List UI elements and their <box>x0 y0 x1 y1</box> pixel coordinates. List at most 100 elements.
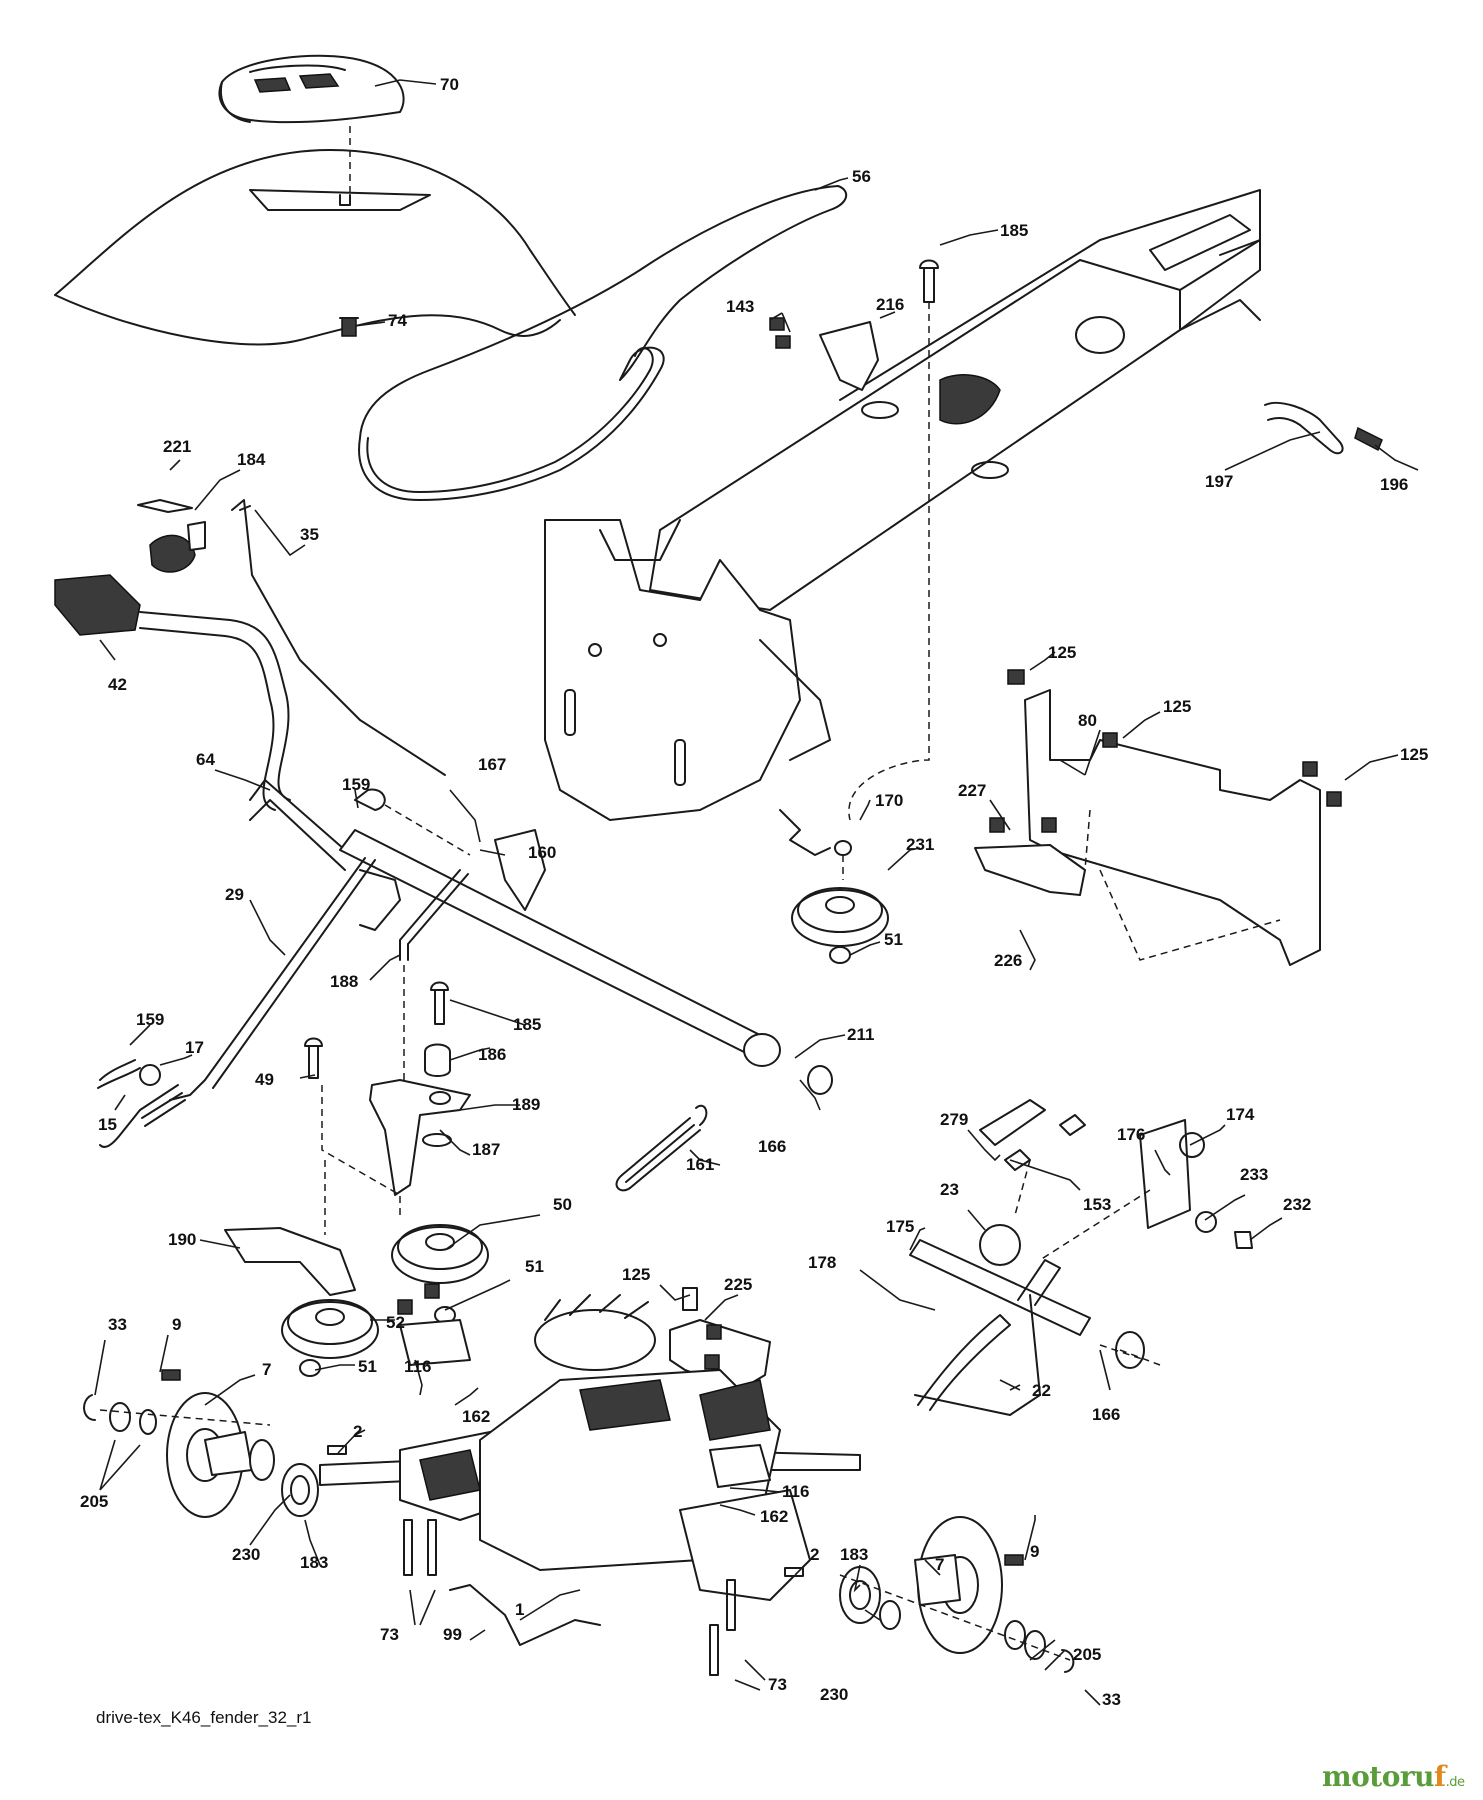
callout-125-c: 125 <box>1400 745 1428 764</box>
callout-196: 196 <box>1380 475 1408 494</box>
callout-170: 170 <box>875 791 903 810</box>
drive-belt-part <box>358 185 848 501</box>
carriage-bolt-part <box>848 259 939 821</box>
spring-17-part <box>97 1059 186 1148</box>
callout-1: 1 <box>515 1600 524 1619</box>
callout-185-b: 185 <box>513 1015 541 1034</box>
lever-178-part <box>909 1239 1161 1416</box>
bracket-190-part <box>224 1227 356 1296</box>
callout-197: 197 <box>1205 472 1233 491</box>
callout-51-c: 51 <box>358 1357 377 1376</box>
callout-205-a: 205 <box>80 1492 108 1511</box>
callout-7-a: 7 <box>262 1360 271 1379</box>
rod-29-part <box>169 857 376 1101</box>
callout-33-a: 33 <box>108 1315 127 1334</box>
grip-42-part <box>54 574 346 871</box>
callout-166-b: 166 <box>1092 1405 1120 1424</box>
callout-50: 50 <box>553 1195 572 1214</box>
callout-116-a: 116 <box>404 1357 431 1376</box>
callout-166-a: 166 <box>758 1137 786 1156</box>
callout-225: 225 <box>724 1275 752 1294</box>
knob-184-part <box>137 499 206 573</box>
callout-56: 56 <box>852 167 871 186</box>
watermark-accent: f <box>1434 1760 1446 1793</box>
callout-49: 49 <box>255 1070 274 1089</box>
callout-99: 99 <box>443 1625 462 1644</box>
callout-183-b: 183 <box>840 1545 868 1564</box>
callout-221: 221 <box>163 437 191 456</box>
callout-labels: 70 56 185 143 216 74 221 184 35 42 197 1… <box>80 75 1428 1709</box>
pulley-52-part <box>281 1299 379 1377</box>
bracket-197-part <box>1264 401 1383 455</box>
callout-73-a: 73 <box>380 1625 399 1644</box>
callout-162-b: 162 <box>760 1507 788 1526</box>
callout-29: 29 <box>225 885 244 904</box>
callout-185: 185 <box>1000 221 1028 240</box>
callout-175: 175 <box>886 1217 914 1236</box>
callout-51-b: 51 <box>525 1257 544 1276</box>
callout-178: 178 <box>808 1253 836 1272</box>
callout-9-a: 9 <box>172 1315 181 1334</box>
callout-227: 227 <box>958 781 986 800</box>
callout-116-b: 116 <box>782 1482 809 1501</box>
callout-187: 187 <box>472 1140 500 1159</box>
callout-35: 35 <box>300 525 319 544</box>
spring-161-part <box>615 1104 708 1192</box>
callout-216: 216 <box>876 295 904 314</box>
callout-17: 17 <box>185 1038 204 1057</box>
idler-bracket-189-part <box>304 981 471 1235</box>
leader-lines <box>94 79 1419 1706</box>
callout-64: 64 <box>196 750 215 769</box>
pulley-50-part <box>391 1224 489 1324</box>
callout-159-b: 159 <box>136 1010 164 1029</box>
callout-190: 190 <box>168 1230 196 1249</box>
transaxle-part <box>319 1283 861 1676</box>
rod-35-part <box>231 499 446 776</box>
callout-186: 186 <box>478 1045 506 1064</box>
callout-42: 42 <box>108 675 127 694</box>
callout-174: 174 <box>1226 1105 1255 1124</box>
callout-15: 15 <box>98 1115 117 1134</box>
callout-159-a: 159 <box>342 775 370 794</box>
cross-shaft-part <box>339 829 833 1095</box>
callout-231: 231 <box>906 835 934 854</box>
callout-73-b: 73 <box>768 1675 787 1694</box>
hub-left-part <box>83 1369 319 1518</box>
callout-22: 22 <box>1032 1381 1051 1400</box>
callout-51-a: 51 <box>884 930 903 949</box>
pin-279-part <box>979 1099 1253 1266</box>
callout-279: 279 <box>940 1110 968 1129</box>
pulley-231-part <box>779 809 889 964</box>
callout-2-b: 2 <box>810 1545 819 1564</box>
bracket-160-part <box>354 788 546 931</box>
bracket-80-part <box>974 669 1342 966</box>
callout-232: 232 <box>1283 1195 1311 1214</box>
callout-23: 23 <box>940 1180 959 1199</box>
callout-125-b: 125 <box>1163 697 1191 716</box>
callout-7-b: 7 <box>935 1555 944 1574</box>
callout-211: 211 <box>847 1025 874 1044</box>
callout-184: 184 <box>237 450 266 469</box>
fender-cover-part <box>218 54 405 124</box>
callout-153: 153 <box>1083 1195 1111 1214</box>
callout-226: 226 <box>994 951 1022 970</box>
callout-80: 80 <box>1078 711 1097 730</box>
callout-33-b: 33 <box>1102 1690 1121 1709</box>
callout-161: 161 <box>686 1155 714 1174</box>
bracket-216-part <box>769 317 879 391</box>
callout-233: 233 <box>1240 1165 1268 1184</box>
callout-205-b: 205 <box>1073 1645 1101 1664</box>
callout-176: 176 <box>1117 1125 1145 1144</box>
watermark-main: motoru <box>1322 1760 1435 1793</box>
callout-230-b: 230 <box>820 1685 848 1704</box>
callout-188: 188 <box>330 972 358 991</box>
callout-52: 52 <box>386 1313 405 1332</box>
callout-125-a: 125 <box>1048 643 1076 662</box>
callout-125-d: 125 <box>622 1265 650 1284</box>
hub-right-part <box>839 1516 1075 1673</box>
callout-183-a: 183 <box>300 1553 328 1572</box>
callout-9-b: 9 <box>1030 1542 1039 1561</box>
main-frame-part <box>544 189 1261 821</box>
callout-189: 189 <box>512 1095 540 1114</box>
